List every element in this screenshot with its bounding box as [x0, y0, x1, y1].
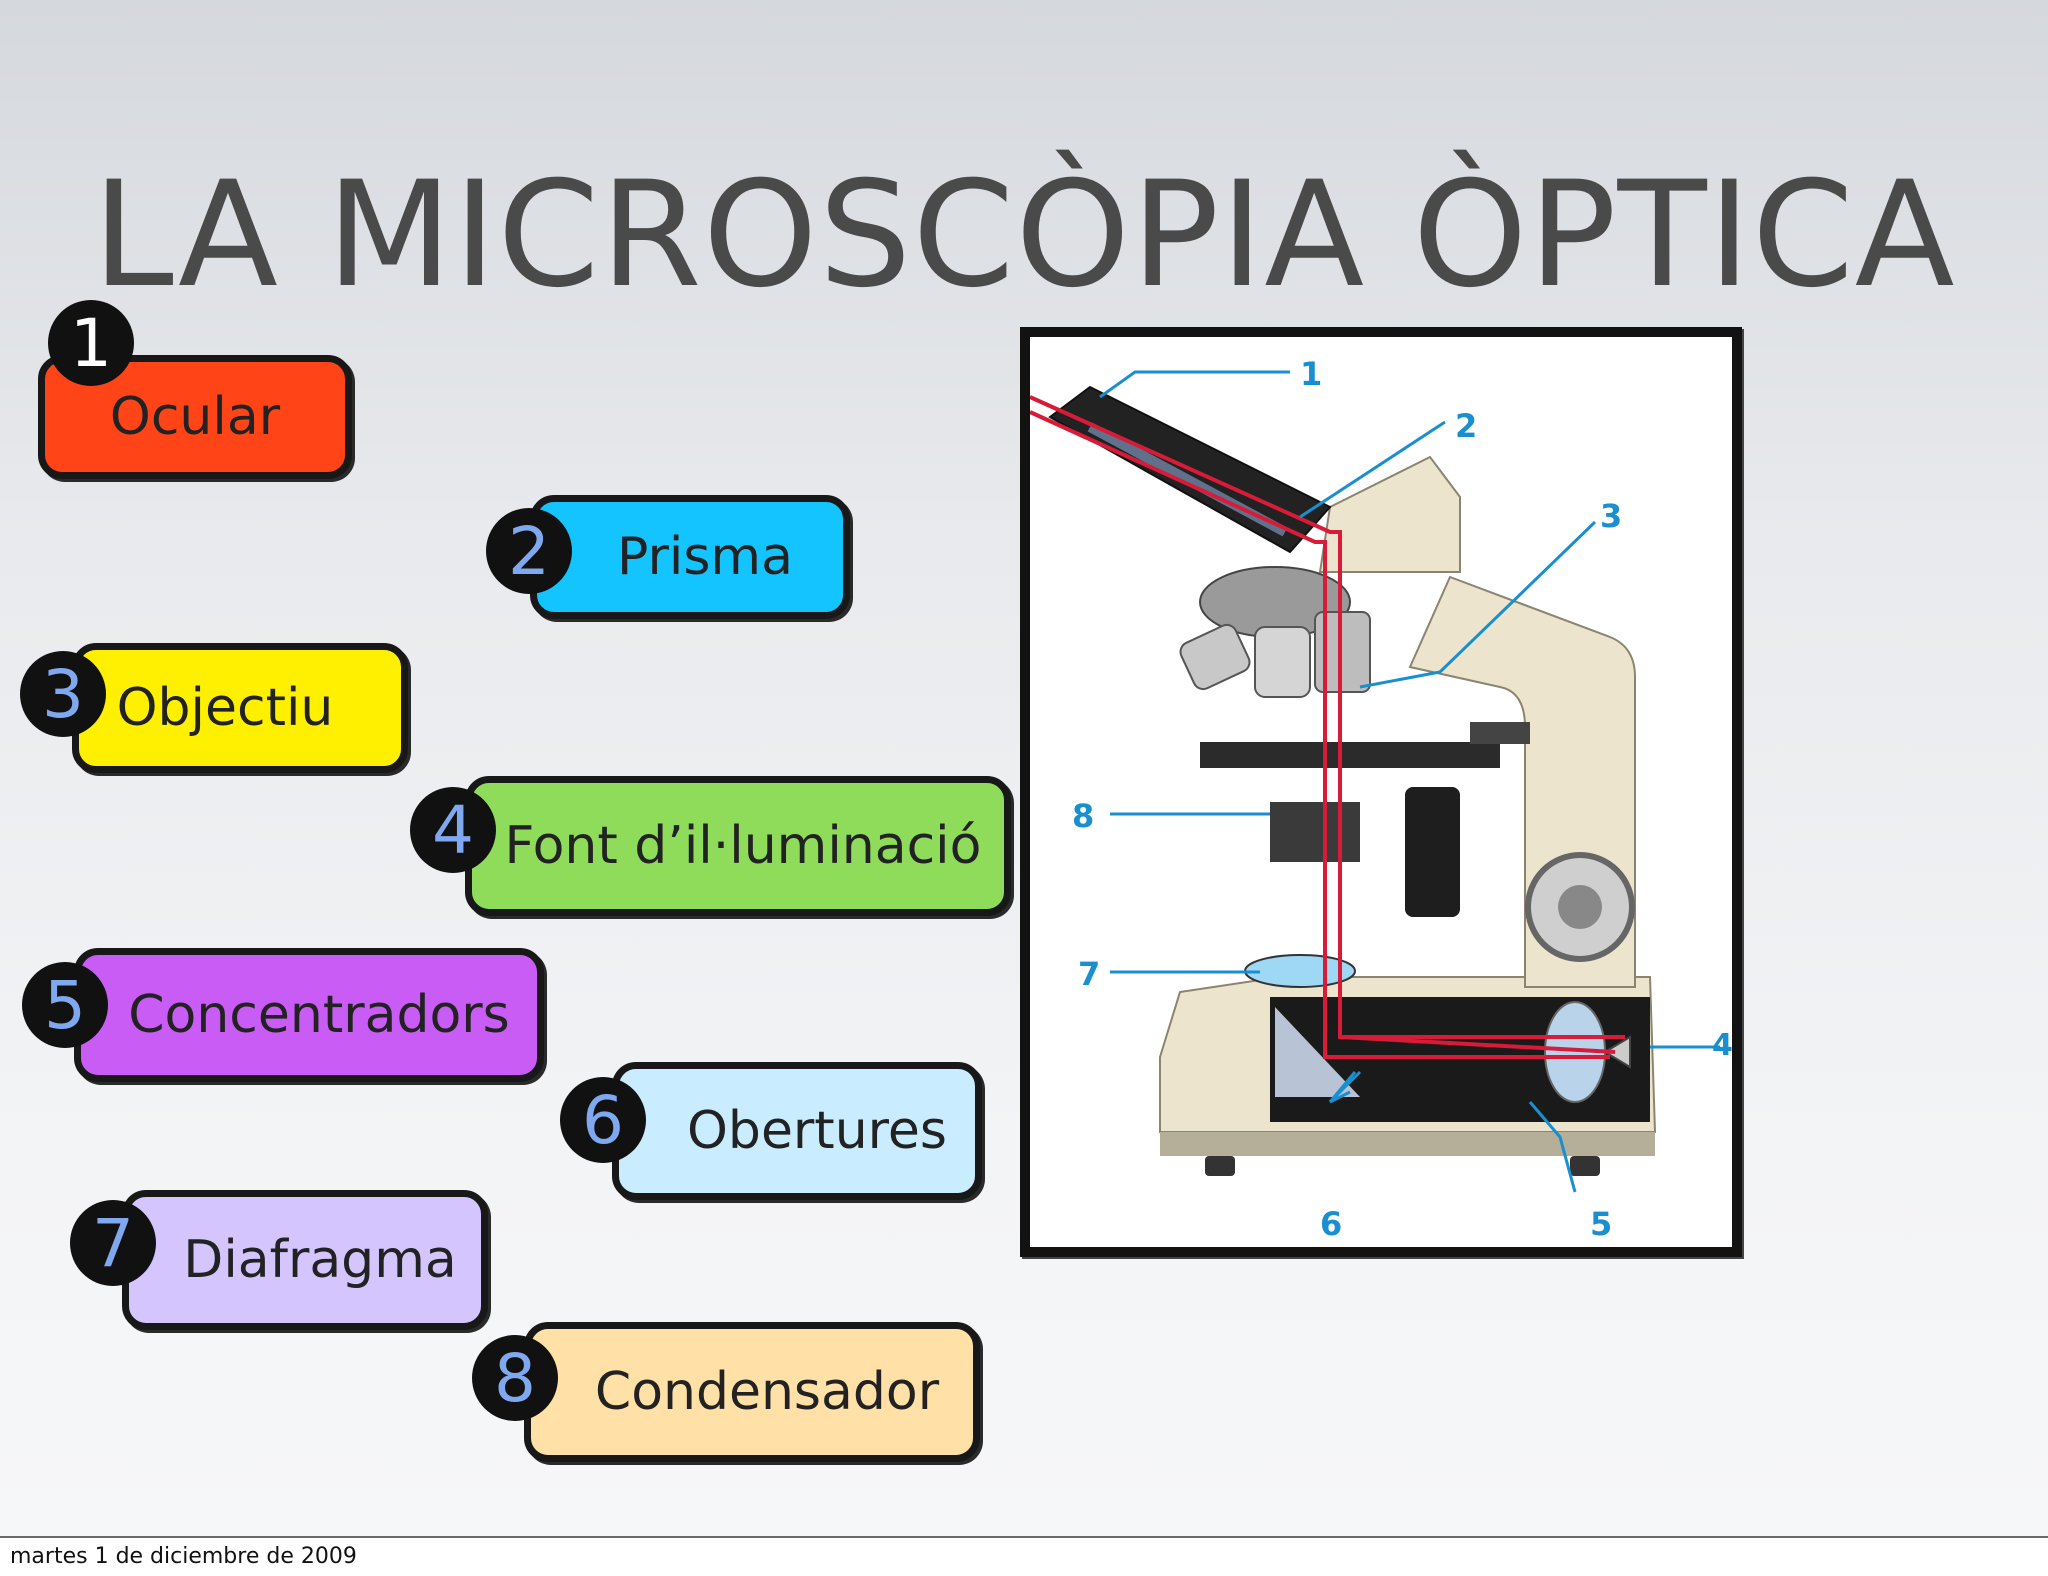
badge-7: 7 [70, 1200, 156, 1286]
focus-knob-tube [1405, 787, 1460, 917]
callout-2: 2 [1455, 407, 1477, 445]
badge-number: 4 [432, 791, 474, 869]
badge-number: 1 [70, 304, 112, 382]
badge-1: 1 [48, 300, 134, 386]
objective-left [1179, 623, 1251, 691]
badge-number: 5 [44, 966, 86, 1044]
label-condensador: Condensador [524, 1322, 980, 1462]
callout-8: 8 [1072, 797, 1094, 835]
callout-6: 6 [1320, 1205, 1342, 1243]
stage-bracket [1470, 722, 1530, 744]
label-text: Prisma [617, 527, 793, 587]
callout-7: 7 [1078, 955, 1100, 993]
badge-8: 8 [472, 1335, 558, 1421]
mirror [1275, 1007, 1360, 1097]
foot-left [1205, 1156, 1235, 1176]
callout-3: 3 [1600, 497, 1622, 535]
objective-center [1254, 626, 1311, 698]
callout-1: 1 [1300, 355, 1322, 393]
label-text: Condensador [594, 1362, 940, 1422]
slide-title: LA MICROSCÒPIA ÒPTICA [92, 150, 1956, 320]
microscope-diagram: 1 2 3 4 5 6 7 8 [1030, 355, 1732, 1243]
objective-main [1314, 611, 1371, 693]
label-objectiu: Objectiu [72, 643, 408, 773]
label-ocular: Ocular [38, 355, 352, 479]
badge-2: 2 [486, 508, 572, 594]
stage [1200, 742, 1500, 768]
badge-number: 7 [92, 1204, 134, 1282]
microscope-base-bottom [1160, 1132, 1655, 1156]
microscope-head [1318, 455, 1461, 573]
slide: LA MICROSCÒPIA ÒPTICA Ocular 1 Prisma 2 … [0, 0, 2048, 1536]
label-obertures: Obertures [612, 1062, 982, 1200]
badge-number: 6 [582, 1081, 624, 1159]
label-text: Diafragma [183, 1230, 457, 1290]
label-text: Concentradors [128, 985, 510, 1045]
label-text: Objectiu [116, 678, 334, 738]
light-path [1030, 395, 1625, 1059]
label-concentradors: Concentradors [74, 948, 544, 1082]
label-diafragma: Diafragma [122, 1190, 488, 1330]
callout-5: 5 [1590, 1205, 1612, 1243]
label-prisma: Prisma [530, 495, 850, 619]
footer-divider [0, 1536, 2048, 1538]
callout-lines [1099, 370, 1720, 1193]
focus-wheel-center [1558, 885, 1602, 929]
slide-date: martes 1 de diciembre de 2009 [10, 1544, 357, 1569]
badge-number: 8 [494, 1339, 536, 1417]
badge-3: 3 [20, 651, 106, 737]
label-text: Font d’il·luminació [504, 816, 982, 876]
label-text: Obertures [687, 1101, 947, 1161]
foot-right [1570, 1156, 1600, 1176]
label-font-illuminacio: Font d’il·luminació [465, 776, 1011, 916]
microscope-figure: 1 2 3 4 5 6 7 8 [1020, 327, 1742, 1257]
badge-4: 4 [410, 787, 496, 873]
badge-6: 6 [560, 1077, 646, 1163]
lamp [1603, 1035, 1631, 1069]
callout-4: 4 [1712, 1028, 1732, 1063]
label-text: Ocular [109, 387, 281, 447]
badge-number: 2 [508, 512, 550, 590]
badge-5: 5 [22, 962, 108, 1048]
badge-number: 3 [42, 655, 84, 733]
condenser [1270, 802, 1360, 862]
